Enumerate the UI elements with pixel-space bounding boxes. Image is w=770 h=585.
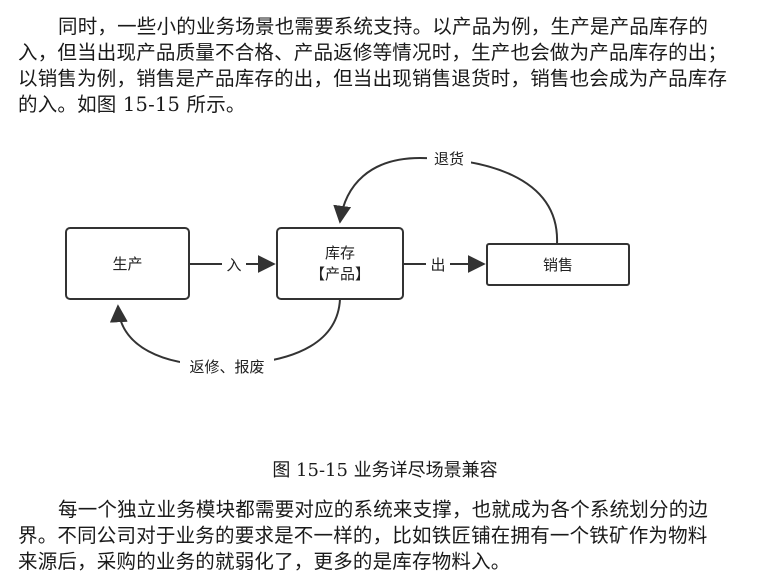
edge-repair-scrap: 返修、报废: [109, 298, 341, 377]
node-inventory-label: 库存: [325, 244, 355, 262]
edge-out-label: 出: [430, 256, 445, 274]
edge-in: 入: [189, 255, 276, 274]
paragraph-line: 界。不同公司对于业务的要求是不一样的，比如铁匠铺在拥有一个铁矿作为物料: [18, 524, 708, 547]
figure-caption: 图 15-15 业务详尽场景兼容: [272, 460, 498, 481]
edge-return-label: 退货: [434, 150, 464, 168]
edge-return: 退货: [333, 147, 559, 245]
paragraph-line: 每一个独立业务模块都需要对应的系统来支撑，也就成为各个系统划分的边: [58, 498, 709, 521]
edge-repair-label: 返修、报废: [189, 358, 264, 376]
paragraph-line: 的入。如图 15-15 所示。: [18, 93, 246, 116]
inventory-flow-diagram: 生产 库存 【产品】 销售 入 出 退货 返修、报废: [65, 147, 630, 377]
paragraph-line: 来源后，采购的业务的就弱化了，更多的是库存物料入。: [18, 550, 511, 573]
node-inventory-sublabel: 【产品】: [310, 265, 370, 283]
paragraph-line: 入，但当出现产品质量不合格、产品返修等情况时，生产也会做为产品库存的出；: [18, 41, 728, 64]
edge-in-label: 入: [226, 256, 241, 274]
paragraph-line: 以销售为例，销售是产品库存的出，但当出现销售退货时，销售也会成为产品库存: [18, 67, 728, 90]
node-production: 生产: [65, 227, 190, 300]
paragraph-line: 同时，一些小的业务场景也需要系统支持。以产品为例，生产是产品库存的: [58, 15, 709, 38]
node-sales: 销售: [486, 243, 630, 286]
edge-out: 出: [403, 255, 486, 274]
body-paragraph: 每一个独立业务模块都需要对应的系统来支撑，也就成为各个系统划分的边 界。不同公司…: [18, 497, 760, 575]
intro-paragraph: 同时，一些小的业务场景也需要系统支持。以产品为例，生产是产品库存的 入，但当出现…: [18, 14, 760, 118]
node-inventory: 库存 【产品】: [276, 227, 404, 300]
node-sales-label: 销售: [543, 256, 573, 274]
node-production-label: 生产: [112, 255, 142, 273]
